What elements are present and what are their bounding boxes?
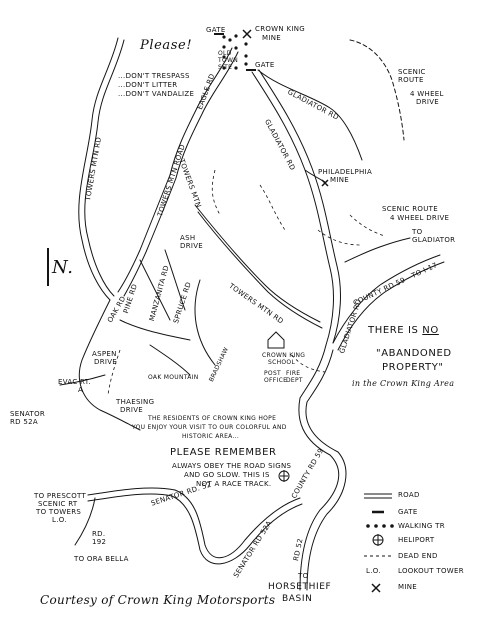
post-office-1: POST bbox=[264, 370, 282, 377]
to-gladiator-2: GLADIATOR bbox=[412, 236, 456, 244]
courtesy-credit: Courtesy of Crown King Motorsports bbox=[40, 593, 276, 607]
please-item-2: ...DON'T LITTER bbox=[118, 81, 178, 89]
senator52a-left-2: RD 52A bbox=[10, 418, 38, 426]
scenic-route-top bbox=[349, 39, 405, 141]
townsite-line1: OLD bbox=[218, 50, 232, 57]
no-abandoned-2: "ABANDONED bbox=[376, 348, 452, 359]
gladiator-road-northeast bbox=[257, 69, 363, 161]
school-2: SCHOOL bbox=[268, 359, 296, 366]
remember-title: PLEASE REMEMBER bbox=[170, 447, 277, 458]
ora-bella: TO ORA BELLA bbox=[74, 555, 129, 563]
lookout-code: L.O. bbox=[366, 567, 381, 575]
remember-2: AND GO SLOW. THIS IS bbox=[184, 471, 270, 479]
senator-road-52 bbox=[87, 487, 301, 559]
school-building bbox=[267, 331, 285, 349]
remember-3: NOT A RACE TRACK. bbox=[196, 480, 272, 488]
mine-label-line1: CROWN KING bbox=[255, 25, 305, 33]
scenic-mid-2: 4 WHEEL DRIVE bbox=[390, 214, 450, 222]
please-item-3: ...DON'T VANDALIZE bbox=[118, 90, 195, 98]
scenic-top-4: DRIVE bbox=[416, 98, 440, 106]
to-gladiator-1: TO bbox=[412, 228, 423, 236]
townsite-line2: TOWN bbox=[218, 57, 239, 64]
fire-dept-1: FIRE bbox=[286, 370, 301, 377]
senator-road-52a-west bbox=[78, 299, 141, 431]
towers-mtn-road-west bbox=[78, 37, 119, 301]
walking-trail bbox=[222, 34, 248, 70]
legend-dead-end: DEAD END bbox=[398, 552, 438, 560]
legend-symbols bbox=[364, 493, 394, 593]
mine-symbol bbox=[242, 29, 329, 187]
mine-label-line2: MINE bbox=[262, 34, 281, 42]
legend-mine: MINE bbox=[398, 583, 417, 591]
dead-end-trails bbox=[107, 169, 386, 396]
prescott-1: TO PRESCOTT bbox=[34, 492, 87, 500]
eagle-road bbox=[169, 47, 233, 176]
gladiator-road bbox=[251, 71, 334, 346]
road-oak-mountain: OAK MOUNTAIN bbox=[148, 374, 199, 381]
legend-gate: GATE bbox=[398, 508, 418, 516]
philadelphia-1: PHILADELPHIA bbox=[318, 168, 373, 176]
gate-mid-label: GATE bbox=[255, 61, 275, 69]
senator52a-left-1: SENATOR bbox=[10, 410, 46, 418]
no-abandoned-4: in the Crown King Area bbox=[352, 379, 455, 388]
legend-heliport: HELIPORT bbox=[398, 536, 435, 544]
residents-1: THE RESIDENTS OF CROWN KING HOPE bbox=[148, 415, 277, 422]
horsethief-2: HORSETHIEF bbox=[268, 582, 332, 592]
road-thaesing-1: THAESING bbox=[116, 398, 155, 406]
scenic-top-2: ROUTE bbox=[398, 76, 424, 84]
philadelphia-2: MINE bbox=[330, 176, 349, 184]
residents-2: YOU ENJOY YOUR VISIT TO OUR COLORFUL AND bbox=[132, 424, 287, 431]
road-ash-1: ASH bbox=[180, 234, 196, 242]
rd192-1: RD. bbox=[92, 530, 106, 538]
legend-road: ROAD bbox=[398, 491, 420, 499]
prescott-3: TO TOWERS bbox=[36, 508, 82, 516]
rd192-2: 192 bbox=[92, 538, 107, 546]
no-abandoned-1: THERE IS NO bbox=[368, 325, 439, 336]
horsethief-3: BASIN bbox=[282, 594, 313, 604]
evac-2: A bbox=[78, 386, 84, 394]
prescott-2: SCENIC RT bbox=[38, 500, 78, 508]
heliport-symbol bbox=[278, 470, 290, 482]
scenic-top-3: 4 WHEEL bbox=[410, 90, 444, 98]
legend-walking: WALKING TR bbox=[398, 522, 445, 530]
no-abandoned-3: PROPERTY" bbox=[382, 362, 444, 373]
remember-1: ALWAYS OBEY THE ROAD SIGNS bbox=[172, 462, 292, 470]
residents-3: HISTORIC AREA... bbox=[182, 433, 240, 440]
road-aspen-2: DRIVE bbox=[94, 358, 118, 366]
county-road-59-east bbox=[332, 254, 441, 344]
main-south-road bbox=[298, 344, 340, 591]
towers-mtn-road-central bbox=[194, 204, 321, 323]
fire-dept-2: DEPT bbox=[286, 377, 303, 384]
prescott-4: L.O. bbox=[52, 516, 67, 524]
legend-lookout: L.O. LOOKOUT TOWER bbox=[366, 567, 464, 575]
road-ash-2: DRIVE bbox=[180, 242, 204, 250]
school-1: CROWN KING bbox=[262, 352, 306, 359]
horsethief-1: TO bbox=[298, 572, 309, 580]
gate-top-label: GATE bbox=[206, 26, 226, 34]
road-thaesing-2: DRIVE bbox=[120, 406, 144, 414]
scenic-mid-1: SCENIC ROUTE bbox=[382, 205, 438, 213]
road-aspen-1: ASPEN bbox=[92, 350, 117, 358]
please-item-1: ...DON'T TRESPASS bbox=[118, 72, 190, 80]
townsite-line3: SITE bbox=[218, 64, 233, 71]
north-label: N. bbox=[52, 257, 74, 278]
towers-mtn-road-inner bbox=[117, 174, 171, 293]
post-office-2: OFFICE bbox=[264, 377, 288, 384]
evac-1: EVAC RT. bbox=[58, 378, 91, 386]
scenic-top-1: SCENIC bbox=[398, 68, 426, 76]
please-title: Please! bbox=[140, 38, 193, 53]
